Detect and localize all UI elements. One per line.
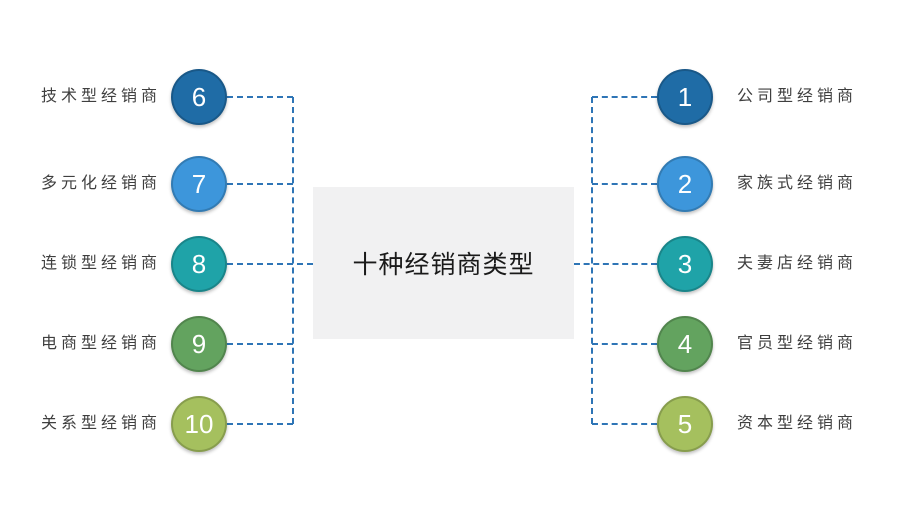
item-circle-4: 4	[657, 316, 713, 372]
item-circle-6: 6	[171, 69, 227, 125]
item-label-right-5: 资本型经销商	[737, 415, 858, 432]
connector-line	[592, 343, 657, 345]
item-number: 5	[677, 408, 693, 439]
connector-line	[592, 423, 657, 425]
item-label-right-1: 公司型经销商	[737, 88, 858, 105]
item-number: 6	[191, 81, 207, 112]
item-label-left-10: 关系型经销商	[40, 415, 161, 432]
item-circle-10: 10	[171, 396, 227, 452]
connector-line	[227, 96, 293, 98]
item-label-left-9: 电商型经销商	[40, 335, 161, 352]
item-circle-5: 5	[657, 396, 713, 452]
item-label-right-2: 家族式经销商	[737, 175, 858, 192]
item-label-left-7: 多元化经销商	[40, 175, 161, 192]
item-number: 4	[677, 328, 693, 359]
item-label-right-3: 夫妻店经销商	[737, 255, 858, 272]
diagram-title: 十种经销商类型	[352, 251, 535, 279]
right-bracket-line	[591, 97, 593, 424]
item-number: 1	[677, 81, 693, 112]
connector-line	[227, 343, 293, 345]
item-label-left-6: 技术型经销商	[40, 88, 161, 105]
item-number: 2	[677, 168, 693, 199]
item-circle-9: 9	[171, 316, 227, 372]
item-circle-7: 7	[171, 156, 227, 212]
item-number: 8	[191, 248, 207, 279]
item-circle-3: 3	[657, 236, 713, 292]
connector-line	[574, 263, 657, 265]
item-circle-1: 1	[657, 69, 713, 125]
item-label-left-8: 连锁型经销商	[40, 255, 161, 272]
item-number: 7	[191, 168, 207, 199]
item-circle-8: 8	[171, 236, 227, 292]
item-number: 9	[191, 328, 207, 359]
item-number: 10	[184, 408, 214, 439]
item-number: 3	[677, 248, 693, 279]
left-bracket-line	[292, 97, 294, 424]
connector-line	[592, 96, 657, 98]
connector-line	[227, 263, 313, 265]
item-circle-2: 2	[657, 156, 713, 212]
center-title-box: 十种经销商类型	[313, 187, 574, 339]
connector-line	[592, 183, 657, 185]
connector-line	[227, 423, 293, 425]
item-label-right-4: 官员型经销商	[737, 335, 858, 352]
connector-line	[227, 183, 293, 185]
